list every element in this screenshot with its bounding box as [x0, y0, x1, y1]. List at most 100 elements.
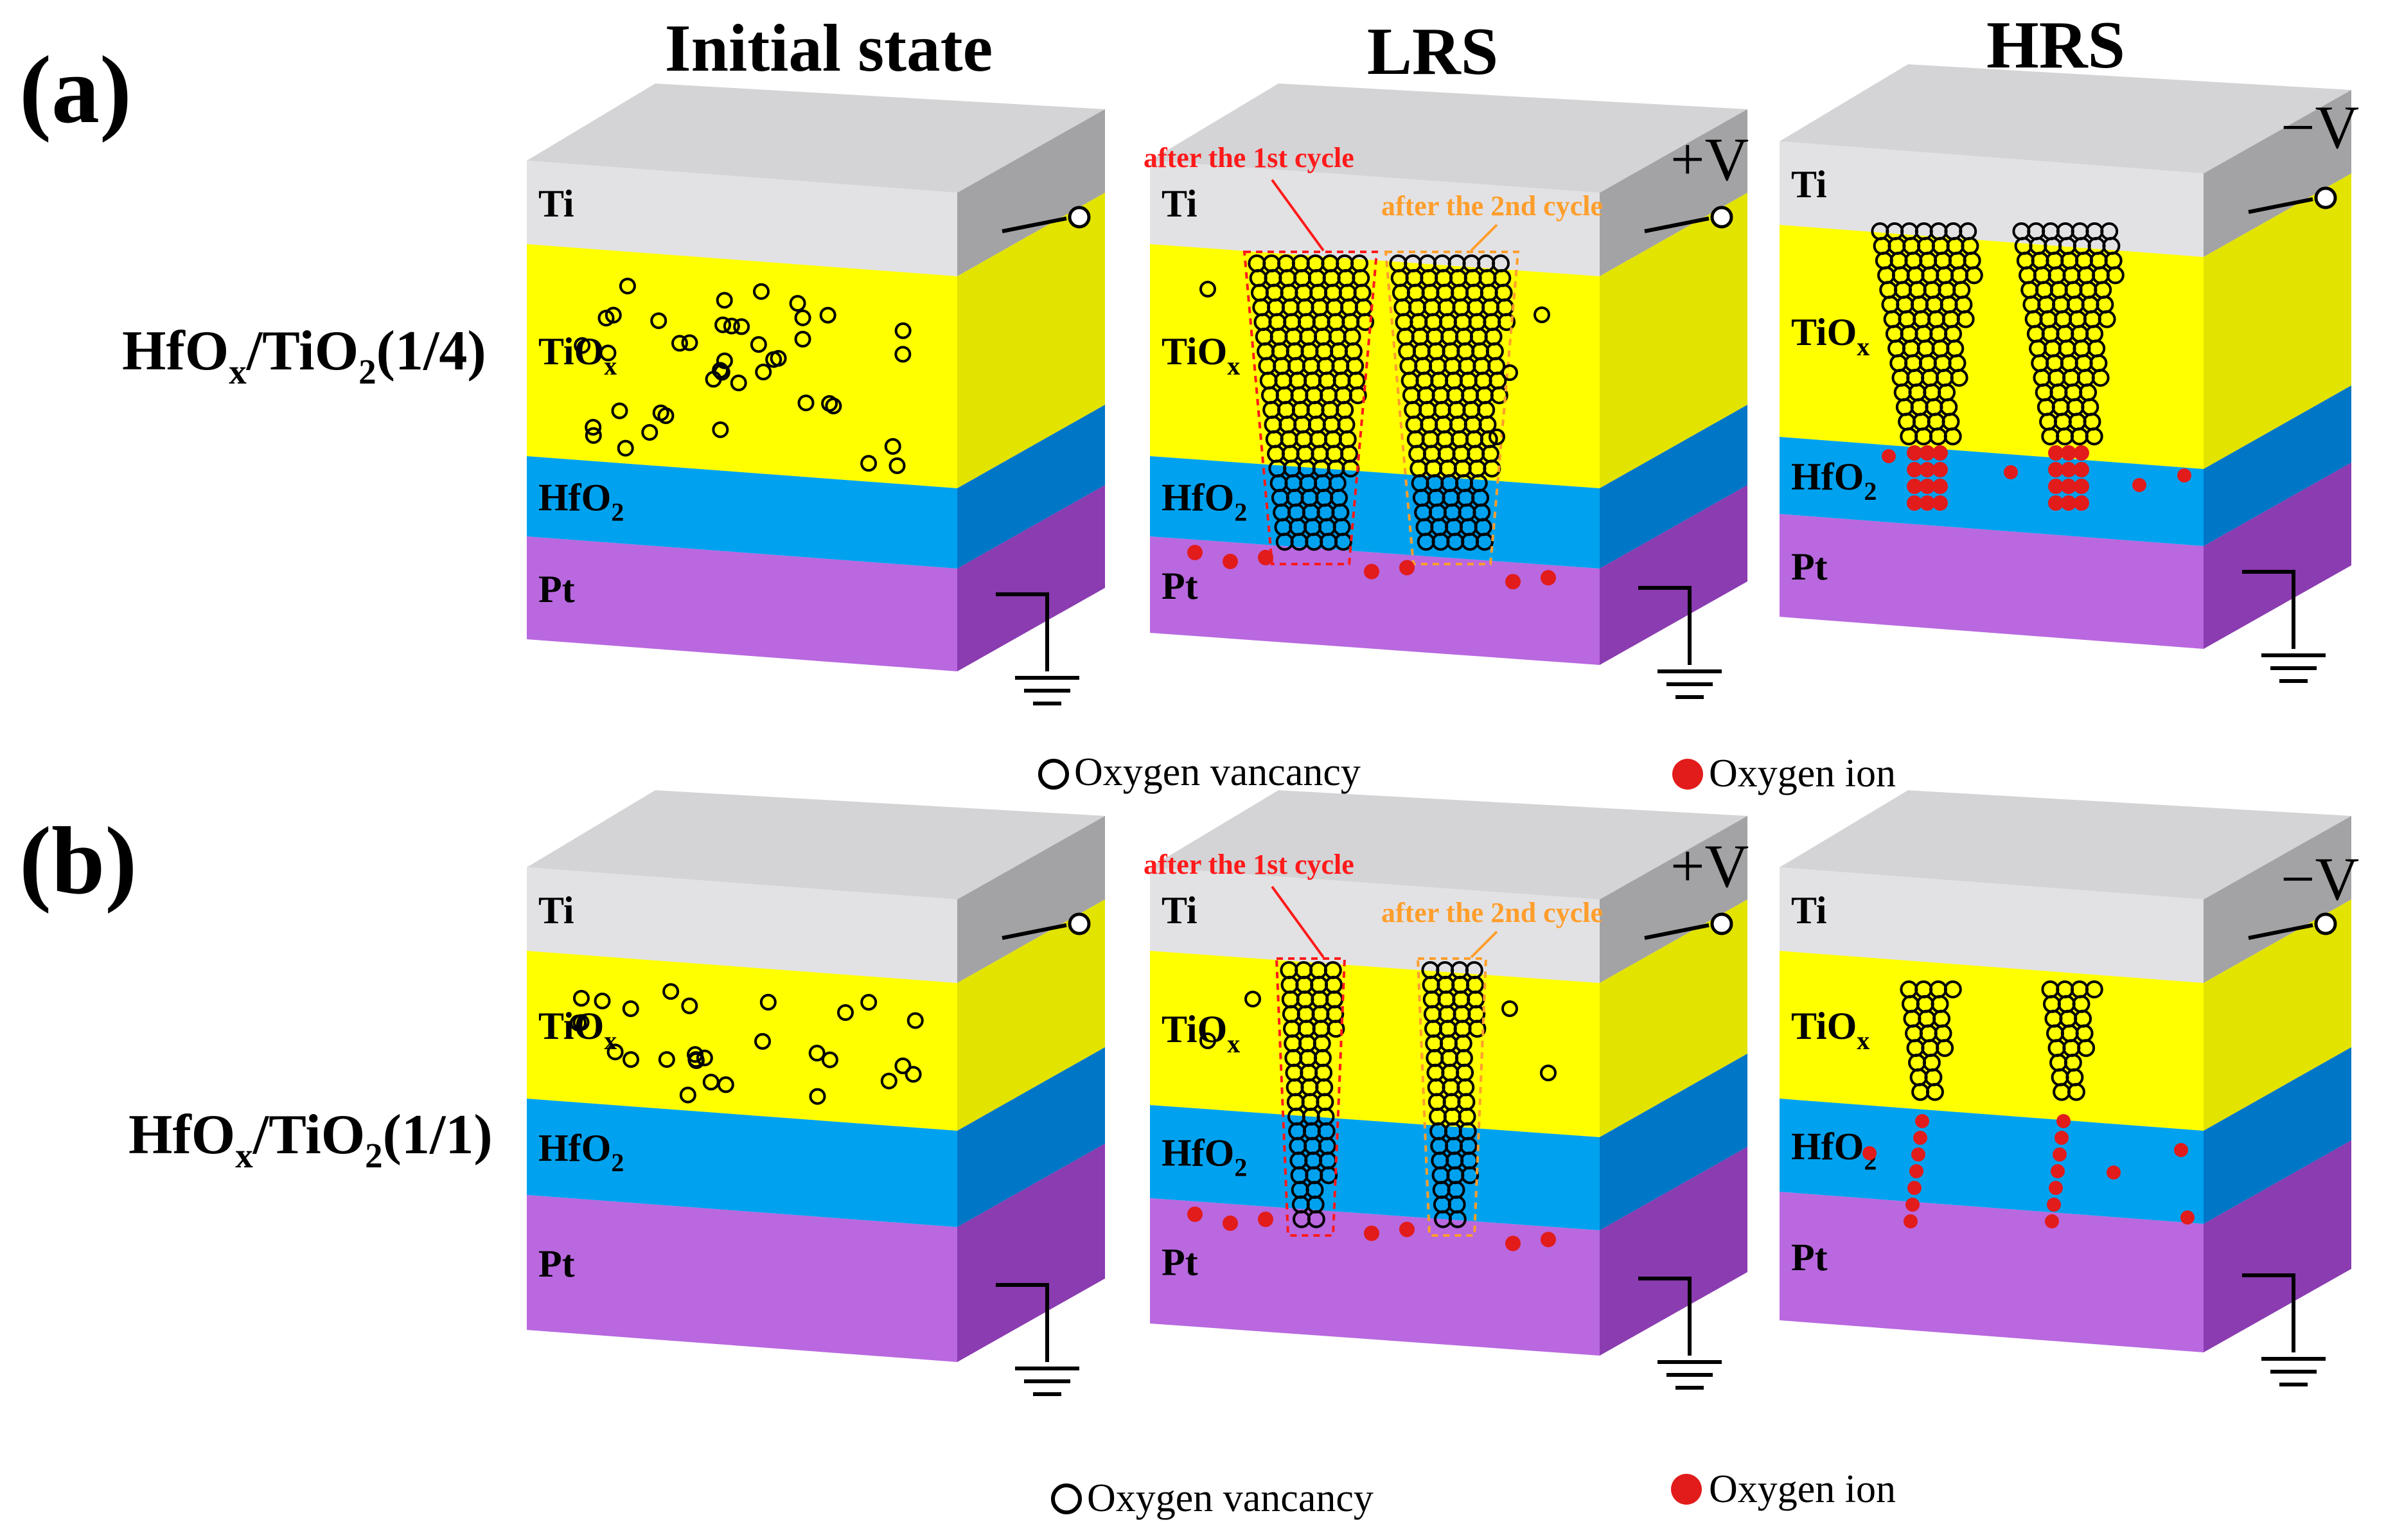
hfo2-layer [527, 1099, 957, 1227]
oxygen-vacancy-icon [687, 1051, 705, 1068]
oxygen-vacancy-icon [905, 1066, 922, 1083]
hfo2-layer-side [2204, 385, 2351, 546]
oxygen-ion-legend-icon [1671, 1474, 1702, 1505]
pt-layer [1780, 1192, 2204, 1352]
ti-layer-label: Ti [1162, 182, 1198, 225]
oxygen-ion-icon [1364, 1225, 1379, 1241]
negative-bias-label: −V [2281, 93, 2359, 161]
oxygen-ion-icon [2048, 445, 2064, 461]
column-title-lrs: LRS [1367, 13, 1498, 89]
ti-top-face [1780, 790, 2351, 899]
oxygen-ion-icon [1541, 570, 1556, 586]
second-cycle-arrow [1470, 224, 1498, 252]
oxygen-vacancy-icon [808, 1045, 826, 1062]
oxygen-vacancy-icon [894, 322, 912, 339]
tiox-layer-label: TiOx [1791, 1005, 1869, 1055]
oxygen-ion-icon [2061, 462, 2076, 477]
ti-top-face [527, 84, 1105, 193]
hfo2-layer [527, 456, 957, 569]
electrode-terminal-icon [1710, 206, 1733, 229]
pt-layer-side [2204, 1140, 2351, 1352]
tiox-layer [527, 244, 957, 488]
oxygen-ion-icon [1399, 560, 1415, 576]
legend-row-a: Oxygen vancancy Oxygen ion [1038, 750, 1896, 795]
second-cycle-arrow [1470, 930, 1498, 959]
tiox-layer-label: TiOx [538, 330, 617, 380]
oxygen-ion-icon [1913, 1131, 1927, 1145]
oxygen-vacancy-icon [884, 438, 901, 455]
oxygen-ion-icon [2055, 1131, 2069, 1145]
oxygen-vacancy-icon [1943, 427, 1962, 446]
oxygen-vacancy-legend-icon [1051, 1483, 1082, 1514]
oxygen-vacancy-icon [1489, 429, 1505, 445]
ground-wire [1638, 1277, 1692, 1356]
oxygen-vacancy-icon [1936, 1039, 1954, 1058]
oxygen-vacancy-icon [1199, 1032, 1216, 1049]
ti-layer-label: Ti [1791, 163, 1827, 206]
sample-label-b: HfOx/TiO2(1/1) [128, 1104, 493, 1175]
hfo2-layer-label: HfO2 [538, 1127, 624, 1177]
negative-bias-label: −V [2281, 845, 2359, 913]
oxygen-ion-icon [1915, 1114, 1929, 1128]
second-cycle-annotation: after the 2nd cycle [1381, 897, 1603, 928]
oxygen-ion-icon [1907, 462, 1922, 477]
oxygen-vacancy-icon [759, 993, 777, 1011]
oxygen-vacancy-icon [821, 1051, 838, 1068]
oxygen-vacancy-icon [662, 983, 680, 1000]
pt-layer [1780, 514, 2204, 649]
ti-layer [527, 161, 957, 276]
oxygen-vacancy-icon [585, 427, 602, 444]
ti-layer [1150, 161, 1600, 276]
ti-layer-side [2204, 90, 2351, 257]
hfo2-layer [1780, 1099, 2204, 1224]
oxygen-vacancy-icon [1501, 364, 1518, 381]
oxygen-ion-icon [2107, 1165, 2121, 1180]
oxygen-ion-icon [1932, 495, 1948, 511]
oxygen-ion-icon [1258, 549, 1273, 565]
tiox-layer [1150, 951, 1600, 1137]
oxygen-vacancy-icon [641, 423, 658, 441]
oxygen-vacancy-icon [819, 306, 836, 324]
oxygen-vacancy-icon [888, 457, 906, 474]
oxygen-ion-legend-icon [1672, 759, 1703, 790]
oxygen-ion-icon [1907, 479, 1922, 494]
oxygen-vacancy-icon [1540, 1065, 1557, 1081]
oxygen-ion-icon [2074, 479, 2089, 494]
electrode-wire [1002, 923, 1067, 940]
oxygen-vacancy-icon [712, 421, 729, 438]
oxygen-vacancy-icon [1533, 306, 1550, 323]
oxygen-vacancy-icon [570, 1014, 587, 1032]
pt-layer [1150, 536, 1600, 665]
oxygen-ion-icon [1907, 445, 1922, 461]
tiox-layer [527, 951, 957, 1131]
oxygen-ion-icon [1920, 479, 1935, 494]
electrode-terminal-icon [1710, 912, 1733, 935]
oxygen-vacancy-icon [652, 404, 669, 421]
oxygen-vacancy-icon [1327, 1020, 1345, 1038]
pt-layer-side [957, 485, 1105, 671]
oxygen-vacancy-icon [599, 344, 617, 362]
oxygen-ion-icon [1920, 495, 1935, 511]
oxygen-vacancy-icon [1244, 991, 1261, 1007]
oxygen-ion-icon [1911, 1147, 1925, 1162]
electrode-terminal-icon [1068, 912, 1091, 935]
oxygen-vacancy-icon [752, 283, 770, 300]
ti-layer-side [1600, 109, 1747, 276]
pt-layer-side [1600, 485, 1747, 665]
first-cycle-arrow [1271, 179, 1325, 252]
oxygen-vacancy-icon [679, 1086, 696, 1104]
ti-top-face [527, 790, 1105, 899]
oxygen-vacancy-icon [714, 316, 732, 333]
oxygen-vacancy-icon [794, 330, 811, 348]
pt-layer-label: Pt [538, 568, 575, 610]
oxygen-vacancy-icon [754, 1032, 772, 1050]
tiox-layer-side [2204, 173, 2351, 469]
oxygen-vacancy-icon [605, 306, 622, 324]
hfo2-layer-side [2204, 1047, 2351, 1224]
oxygen-vacancy-icon [671, 335, 689, 352]
ti-layer-side [957, 109, 1105, 276]
pt-layer [1150, 1198, 1600, 1356]
filament-outline [1242, 251, 1379, 565]
